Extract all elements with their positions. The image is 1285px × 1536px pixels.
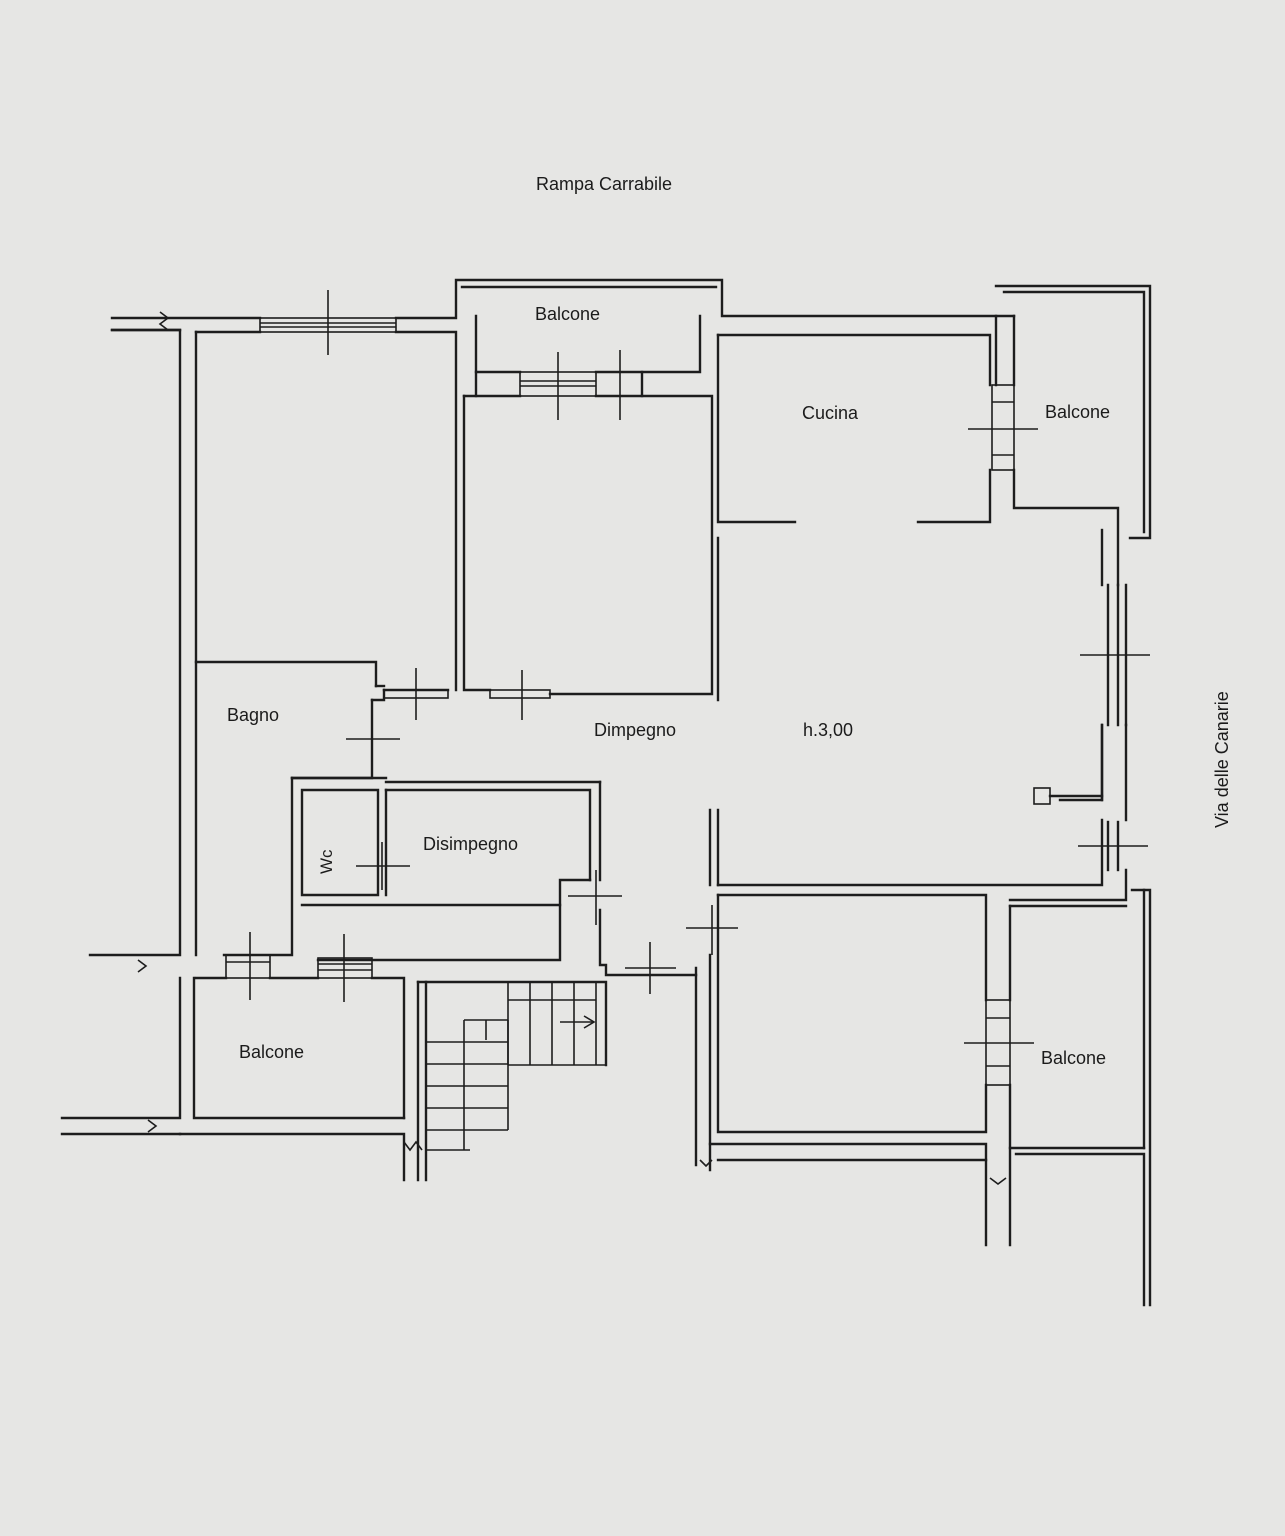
room-label-balcone-top: Balcone — [535, 304, 600, 324]
room-label-dimpegno: Dimpegno — [594, 720, 676, 740]
door-marks — [249, 290, 1150, 1044]
room-label-disimpegno: Disimpegno — [423, 834, 518, 854]
ceiling-height-label: h.3,00 — [803, 720, 853, 740]
walls — [60, 278, 1152, 1307]
room-label-balcone-bottom-right: Balcone — [1041, 1048, 1106, 1068]
room-labels: Rampa Carrabile Balcone Cucina Balcone B… — [227, 174, 1232, 1068]
room-label-balcone-right-top: Balcone — [1045, 402, 1110, 422]
windows — [225, 317, 1104, 1086]
room-label-bagno: Bagno — [227, 705, 279, 725]
room-label-cucina: Cucina — [802, 403, 859, 423]
break-symbols — [137, 311, 1007, 1185]
staircase — [426, 982, 606, 1151]
room-label-balcone-bottom-left: Balcone — [239, 1042, 304, 1062]
street-label-right: Via delle Canarie — [1212, 691, 1232, 828]
room-label-wc: Wc — [317, 849, 336, 874]
street-label-top: Rampa Carrabile — [536, 174, 672, 194]
